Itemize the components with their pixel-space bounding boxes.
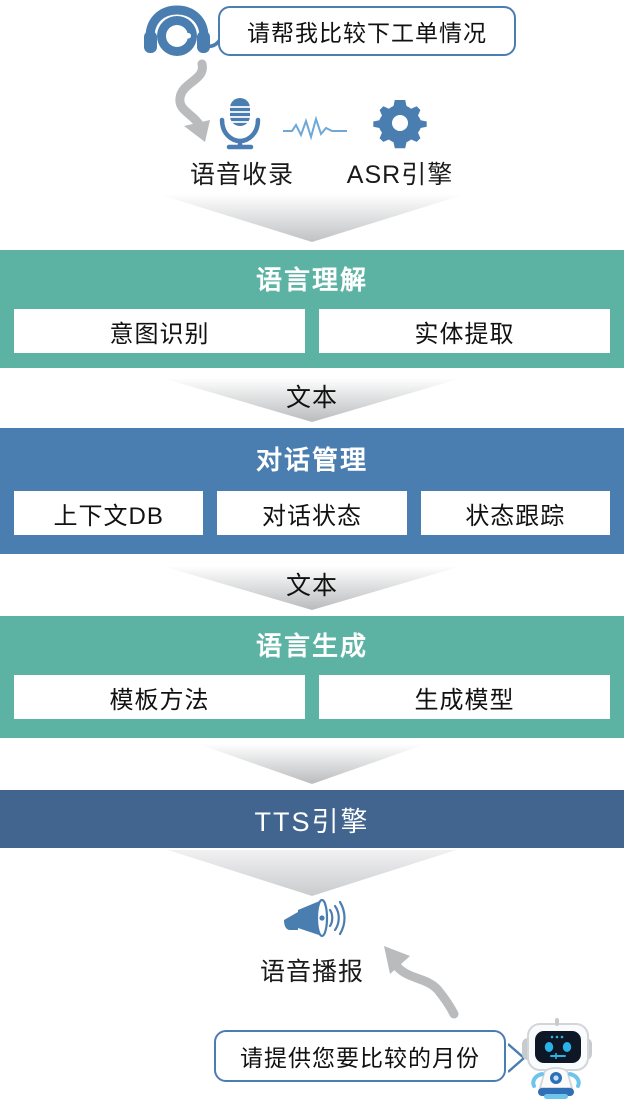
box-state-tracking[interactable]: 状态跟踪 — [420, 491, 610, 535]
box-generative-model[interactable]: 生成模型 — [319, 675, 610, 719]
layer-nlu-boxes: 意图识别 实体提取 — [0, 309, 624, 353]
bot-speech-bubble: 请提供您要比较的月份 — [214, 1030, 506, 1082]
voice-broadcast-label: 语音播报 — [259, 958, 364, 986]
connector-nlu-to-dm-label: 文本 — [285, 384, 338, 412]
connector-tts-to-output — [0, 848, 624, 900]
layer-dialog-management: 对话管理 上下文DB 对话状态 状态跟踪 — [0, 428, 624, 554]
layer-nlu: 语言理解 意图识别 实体提取 — [0, 250, 624, 368]
curvy-arrow-up-icon — [368, 940, 478, 1020]
connector-dm-to-nlg: 文本 — [0, 558, 624, 614]
asr-engine-label: ASR引擎 — [346, 161, 454, 189]
connector-asr-to-nlu — [0, 192, 624, 250]
microphone-icon — [212, 96, 268, 150]
box-entity-extraction[interactable]: 实体提取 — [319, 309, 610, 353]
layer-dm-title: 对话管理 — [255, 445, 368, 475]
layer-tts-title: TTS引擎 — [254, 806, 370, 837]
user-speech-bubble: 请帮我比较下工单情况 — [218, 6, 516, 56]
curvy-arrow-down-icon — [152, 58, 242, 150]
gear-icon — [372, 96, 428, 150]
bot-bubble-text: 请提供您要比较的月份 — [240, 1045, 480, 1071]
connector-nlg-to-tts — [0, 742, 624, 788]
box-context-db[interactable]: 上下文DB — [14, 491, 204, 535]
voice-capture-label: 语音收录 — [189, 161, 294, 189]
connector-dm-to-nlg-label: 文本 — [285, 572, 338, 600]
robot-icon — [507, 1014, 604, 1102]
box-dialog-state[interactable]: 对话状态 — [217, 491, 407, 535]
layer-tts-engine: TTS引擎 — [0, 790, 624, 848]
megaphone-icon — [282, 898, 346, 942]
user-bubble-text: 请帮我比较下工单情况 — [247, 20, 487, 46]
layer-nlg: 语言生成 模板方法 生成模型 — [0, 616, 624, 738]
connector-nlu-to-dm: 文本 — [0, 370, 624, 426]
layer-dm-boxes: 上下文DB 对话状态 状态跟踪 — [0, 491, 624, 535]
box-intent-recognition[interactable]: 意图识别 — [14, 309, 305, 353]
layer-nlg-boxes: 模板方法 生成模型 — [0, 675, 624, 719]
box-template-method[interactable]: 模板方法 — [14, 675, 305, 719]
layer-nlg-title: 语言生成 — [255, 631, 368, 661]
layer-nlu-title: 语言理解 — [255, 265, 368, 295]
waveform-icon — [282, 115, 348, 142]
